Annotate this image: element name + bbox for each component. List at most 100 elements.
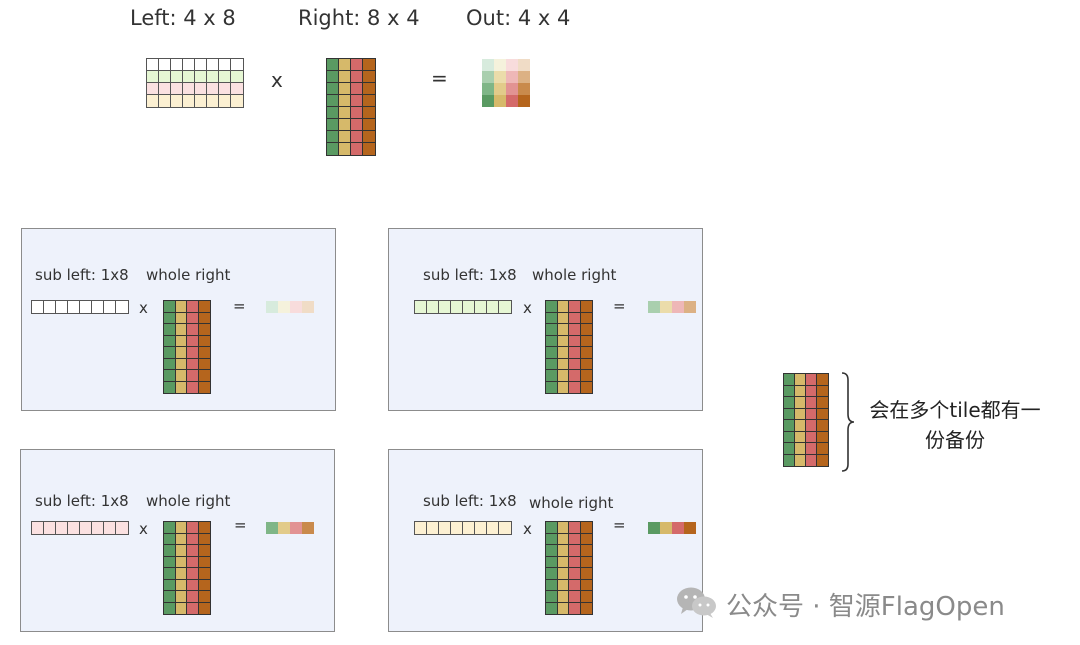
whole-right-cell [580, 533, 592, 545]
left-matrix-cell [207, 95, 219, 107]
right-matrix-cell [351, 107, 363, 119]
replicated-right-cell [806, 397, 817, 409]
whole-right-cell [164, 568, 176, 580]
out-matrix-cell [482, 83, 494, 95]
right-matrix-cell [327, 71, 339, 83]
whole-right-cell [175, 370, 187, 382]
whole-right-cell [546, 312, 558, 324]
whole-right-label: whole right [529, 494, 614, 512]
whole-right-matrix [545, 521, 593, 615]
out-matrix-cell [494, 83, 506, 95]
whole-right-cell [164, 556, 176, 568]
whole-right-cell [569, 358, 581, 370]
whole-right-cell [164, 358, 176, 370]
whole-right-cell [546, 602, 558, 614]
out-matrix-cell [518, 95, 530, 107]
whole-right-cell [546, 591, 558, 603]
left-matrix-cell [219, 59, 231, 71]
whole-right-cell [546, 301, 558, 313]
out-matrix [481, 58, 531, 108]
whole-right-cell [569, 324, 581, 336]
whole-right-cell [164, 347, 176, 359]
whole-right-cell [187, 556, 199, 568]
right-matrix-cell [351, 59, 363, 71]
whole-right-cell [557, 533, 569, 545]
out-row-cell [266, 522, 278, 534]
right-matrix-cell [339, 71, 351, 83]
whole-right-cell [569, 556, 581, 568]
whole-right-cell [175, 347, 187, 359]
whole-right-cell [546, 370, 558, 382]
right-matrix-cell [327, 131, 339, 143]
out-matrix-cell [482, 71, 494, 83]
whole-right-cell [580, 556, 592, 568]
left-matrix-cell [231, 95, 243, 107]
whole-right-cell [198, 533, 210, 545]
note-line-1: 会在多个tile都有一 [869, 398, 1041, 422]
left-matrix-cell [147, 71, 159, 83]
left-matrix-cell [207, 83, 219, 95]
whole-right-cell [164, 533, 176, 545]
left-matrix-cell [183, 71, 195, 83]
whole-right-cell [580, 324, 592, 336]
out-row-cell [278, 522, 290, 534]
out-matrix-cell [518, 59, 530, 71]
whole-right-cell [198, 301, 210, 313]
sub-left-label: sub left: 1x8 [423, 266, 517, 284]
sub-left-cell [32, 522, 44, 534]
replicated-right-cell [817, 374, 828, 386]
whole-right-cell [557, 335, 569, 347]
whole-right-cell [557, 579, 569, 591]
whole-right-matrix [163, 300, 211, 394]
whole-right-cell [546, 358, 558, 370]
replicated-right-cell [817, 385, 828, 397]
whole-right-cell [198, 522, 210, 534]
sub-left-row [31, 300, 129, 314]
whole-right-cell [580, 312, 592, 324]
whole-right-cell [175, 381, 187, 393]
whole-right-cell [198, 381, 210, 393]
replicated-right-cell [795, 431, 806, 443]
whole-right-cell [569, 347, 581, 359]
out-matrix-cell [506, 83, 518, 95]
left-matrix [146, 58, 244, 108]
left-matrix-cell [207, 71, 219, 83]
whole-right-cell [569, 533, 581, 545]
whole-right-cell [569, 335, 581, 347]
sub-left-cell [415, 301, 427, 313]
whole-right-cell [546, 335, 558, 347]
whole-right-cell [187, 324, 199, 336]
whole-right-cell [580, 591, 592, 603]
out-row-cell [672, 301, 684, 313]
whole-right-cell [580, 358, 592, 370]
whole-right-cell [198, 324, 210, 336]
whole-right-cell [198, 312, 210, 324]
replicated-right-cell [795, 408, 806, 420]
right-matrix-cell [339, 131, 351, 143]
times-operator: x [523, 520, 532, 538]
sub-left-cell [427, 301, 439, 313]
sub-left-cell [56, 301, 68, 313]
whole-right-cell [198, 568, 210, 580]
out-matrix-cell [494, 59, 506, 71]
whole-right-cell [198, 591, 210, 603]
whole-right-cell [198, 358, 210, 370]
right-matrix-cell [363, 107, 375, 119]
right-matrix-cell [351, 143, 363, 155]
whole-right-cell [546, 381, 558, 393]
whole-right-cell [175, 556, 187, 568]
whole-right-cell [557, 568, 569, 580]
out-row-cell [672, 522, 684, 534]
right-matrix-title: Right: 8 x 4 [298, 6, 420, 30]
sub-left-cell [92, 522, 104, 534]
left-matrix-cell [231, 83, 243, 95]
replicated-right-cell [806, 408, 817, 420]
replicated-right-matrix [783, 373, 829, 467]
whole-right-cell [546, 324, 558, 336]
left-matrix-title: Left: 4 x 8 [130, 6, 236, 30]
sub-left-cell [116, 301, 128, 313]
whole-right-cell [546, 522, 558, 534]
whole-right-cell [198, 602, 210, 614]
whole-right-cell [175, 522, 187, 534]
whole-right-cell [546, 579, 558, 591]
